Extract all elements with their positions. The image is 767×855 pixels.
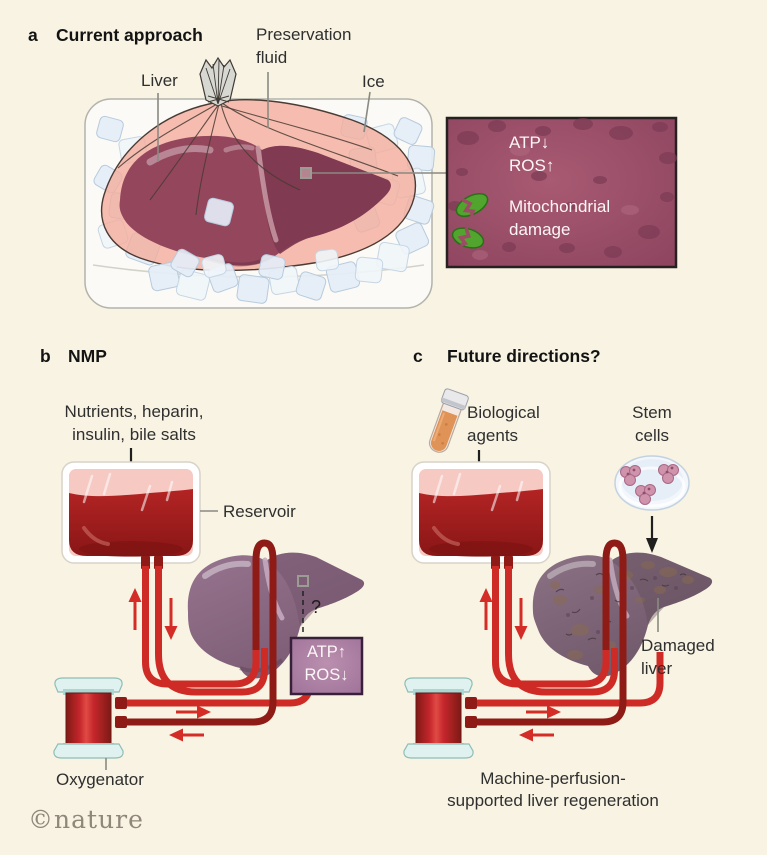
ice-front xyxy=(148,197,384,304)
tube-c-oxygenator-out xyxy=(471,652,664,707)
reservoir-label: Reservoir xyxy=(223,502,296,521)
preservation-fluid-label-line1: Preservation xyxy=(256,25,352,44)
question-mark: ? xyxy=(311,597,322,617)
inset-a-ros-text: ROS↑ xyxy=(509,156,555,175)
damaged-mitochondria-icon xyxy=(451,192,489,249)
inset-a-mito-text-line1: Mitochondrial xyxy=(509,197,611,216)
damaged-liver-label-line1: Damaged xyxy=(641,636,715,655)
label-leader-lines-a xyxy=(157,72,371,162)
nutrients-label-line1: Nutrients, heparin, xyxy=(64,402,204,421)
panel-c-letter: c xyxy=(413,346,423,366)
inset-box-a xyxy=(445,116,678,269)
nutrients-label-line2: insulin, bile salts xyxy=(72,425,196,444)
inset-a-spots xyxy=(448,118,677,260)
liver-damage-texture xyxy=(550,561,694,660)
bag-folds xyxy=(117,102,399,216)
stem-cell-clusters xyxy=(620,464,679,505)
biological-agents-label-line2: agents xyxy=(467,426,519,445)
tubes-c xyxy=(471,539,627,726)
flow-arrows-b xyxy=(128,588,211,742)
caption-line2: supported liver regeneration xyxy=(447,791,659,810)
panel-c-title: Future directions? xyxy=(447,346,601,366)
panel-b-title: NMP xyxy=(68,346,107,366)
reservoir-bag-c xyxy=(411,461,551,569)
panel-a-letter: a xyxy=(28,25,38,45)
inset-a-atp-text: ATP↓ xyxy=(509,133,550,152)
panel-a-title: Current approach xyxy=(56,25,203,45)
stem-cells-label-line2: cells xyxy=(634,426,669,445)
oxygenator-c xyxy=(403,677,477,759)
magnified-region-marker-a xyxy=(300,167,447,179)
stem-cells-label-line1: Stem xyxy=(632,403,672,422)
flow-arrows-c xyxy=(479,588,561,742)
panel-b-letter: b xyxy=(40,346,51,366)
oxygenator-label: Oxygenator xyxy=(56,770,144,789)
reservoir-bag-b xyxy=(61,461,201,569)
tubes-b xyxy=(121,539,277,726)
damaged-liver-label-line2: liver xyxy=(641,659,673,678)
inset-b-ros-text: ROS↓ xyxy=(304,666,349,684)
inset-box-b xyxy=(289,636,364,696)
inset-a-mito-text-line2: damage xyxy=(509,220,571,239)
bag-knot xyxy=(199,56,237,107)
caption-line1: Machine-perfusion- xyxy=(480,769,626,788)
magnified-region-marker-b xyxy=(297,575,309,634)
oxygenator-b xyxy=(53,677,127,770)
liver-label: Liver xyxy=(141,71,178,90)
petri-dish-icon xyxy=(614,455,690,511)
preservation-fluid-label-line2: fluid xyxy=(256,48,288,67)
nature-logo: ©nature xyxy=(28,805,144,834)
stem-cells-arrow xyxy=(646,516,658,553)
ice-label: Ice xyxy=(362,72,385,91)
inset-b-atp-text: ATP↑ xyxy=(306,643,347,661)
biological-agents-label-line1: Biological xyxy=(467,403,540,422)
test-tube-icon xyxy=(428,388,469,453)
